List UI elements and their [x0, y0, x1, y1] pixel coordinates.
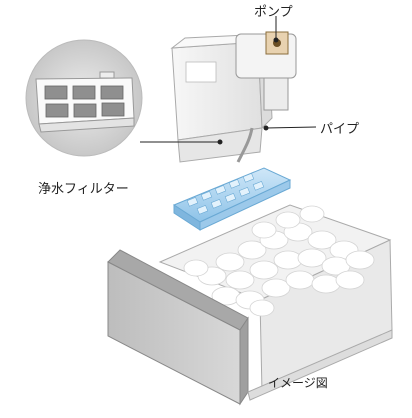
- filter-zoom-view: [25, 39, 143, 157]
- water-filter-closeup: [35, 71, 135, 133]
- ice-bin: [107, 204, 393, 406]
- pipe-leader-line: [265, 126, 317, 129]
- filter-leader-dot: [217, 139, 223, 145]
- pump-label: ポンプ: [254, 5, 293, 20]
- leader-lines: [140, 16, 317, 145]
- pump-leader-dot: [273, 37, 279, 43]
- pipe: [236, 127, 254, 163]
- image-note-label: イメージ図: [268, 376, 328, 390]
- pipe-leader-dot: [263, 125, 269, 131]
- ice-tray: [172, 167, 292, 231]
- pipe-label: パイプ: [320, 122, 360, 137]
- pump-assembly: [235, 31, 297, 111]
- water-filter-label: 浄水フィルター: [38, 182, 129, 197]
- ice-cubes: [183, 205, 375, 317]
